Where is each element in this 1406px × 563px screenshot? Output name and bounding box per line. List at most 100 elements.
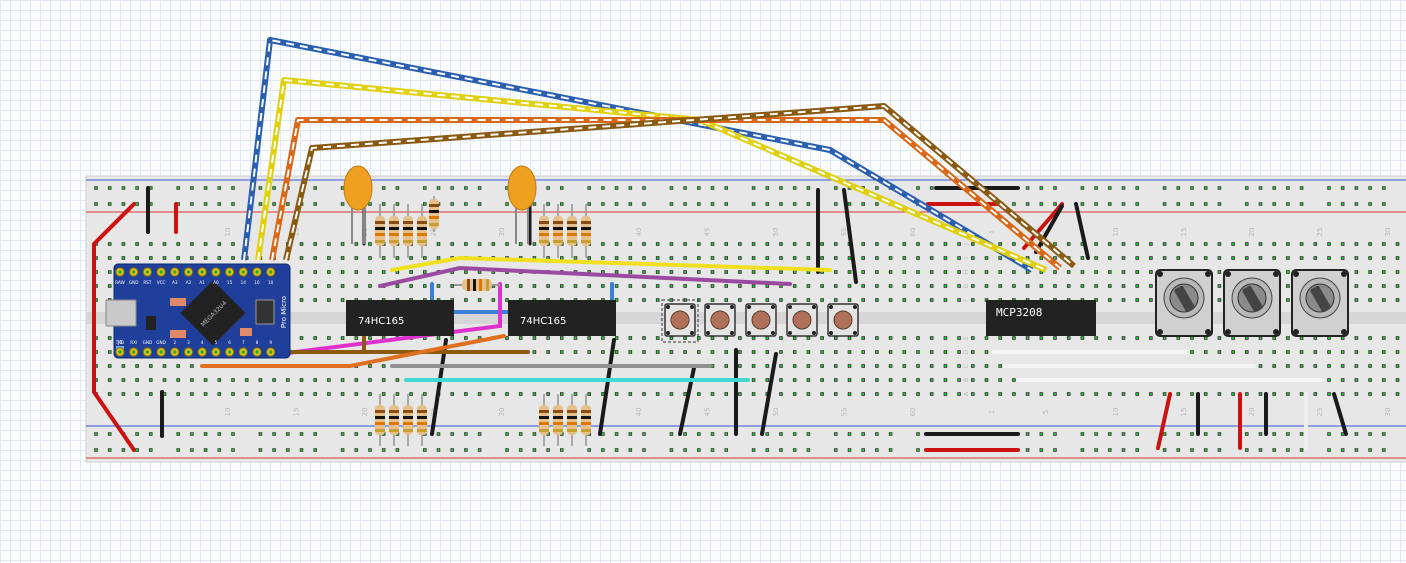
pin-label: 8: [256, 340, 259, 345]
pin-label: GND: [156, 340, 166, 345]
row-letter: G: [963, 283, 970, 288]
pushbutton: [745, 303, 777, 337]
column-number: 10: [224, 228, 232, 237]
column-number: 45: [704, 408, 712, 417]
pushbutton: [661, 299, 699, 343]
column-number: 30: [498, 408, 506, 417]
row-letter: F: [963, 298, 970, 302]
pin-label: 6: [228, 340, 231, 345]
column-number: 5: [1042, 410, 1050, 414]
column-number: 15: [1180, 228, 1188, 237]
pin-label: A1: [199, 280, 205, 285]
column-number: 40: [635, 408, 643, 417]
pin-label: RAW: [115, 280, 125, 285]
pin-label: 14: [241, 280, 247, 285]
resistor: [403, 204, 413, 258]
resistor: [553, 204, 563, 258]
pin-label: 16: [254, 280, 260, 285]
pro-micro-label: Pro Micro: [280, 296, 288, 328]
pin-label: 7: [242, 340, 245, 345]
pin-label: GND: [129, 280, 139, 285]
resistor: [375, 394, 385, 446]
resistor: [403, 394, 413, 446]
resistor: [417, 394, 427, 446]
j1-label: J1: [117, 340, 123, 346]
row-letter: D: [963, 349, 970, 354]
board-wires: [200, 255, 1324, 382]
pin-label: RST: [143, 280, 152, 285]
column-number: 30: [1384, 228, 1392, 237]
ic-label: 74HC165: [520, 316, 566, 327]
column-number: 25: [1316, 228, 1324, 237]
column-number: 15: [1180, 408, 1188, 417]
resistor: [389, 394, 399, 446]
column-number: 10: [224, 408, 232, 417]
column-number: 15: [293, 228, 301, 237]
column-number: 15: [293, 408, 301, 417]
column-number: 50: [772, 408, 780, 417]
pin-label: 4: [201, 340, 204, 345]
capacitor-2: [507, 165, 537, 244]
pin-label: 15: [227, 280, 233, 285]
row-letter: J: [963, 243, 970, 246]
pin-label: A2: [186, 280, 192, 285]
pin-label: A0: [213, 280, 219, 285]
resistor: [417, 204, 427, 258]
resistor: [581, 204, 591, 258]
pin-label: 3: [187, 340, 190, 345]
pin-label: VCC: [157, 280, 166, 285]
potentiometer: [1291, 269, 1349, 337]
pin-label: 10: [268, 280, 274, 285]
pin-label: A3: [172, 280, 178, 285]
column-number: 25: [1316, 408, 1324, 417]
ic-74hc165-a: 74HC165: [346, 300, 454, 336]
resistor: [553, 394, 563, 446]
column-number: 30: [498, 228, 506, 237]
pushbutton-group: [661, 299, 859, 343]
column-number: 45: [704, 228, 712, 237]
column-number: 30: [1384, 408, 1392, 417]
ic-mcp3208: MCP3208: [986, 300, 1096, 336]
pin-label: TXO: [115, 340, 125, 345]
row-letter: C: [963, 364, 970, 368]
row-letter: I: [963, 257, 970, 259]
column-number: 20: [1248, 228, 1256, 237]
pushbutton: [827, 303, 859, 337]
row-letter: E: [963, 336, 970, 340]
resistor: [429, 196, 439, 232]
resistor: [567, 204, 577, 258]
column-number: 55: [841, 228, 849, 237]
row-letter: B: [963, 378, 970, 382]
resistor-horizontal: [454, 279, 500, 291]
pushbutton: [704, 303, 736, 337]
pin-label: 9: [269, 340, 272, 345]
potentiometer: [1223, 269, 1281, 337]
column-number: 1: [988, 410, 996, 414]
potentiometer: [1155, 269, 1213, 337]
column-number: 60: [909, 408, 917, 417]
resistor: [539, 204, 549, 258]
resistor-group: [375, 196, 591, 446]
pin-label: GND: [143, 340, 153, 345]
row-letter: A: [963, 391, 970, 396]
overhead-wires: [241, 37, 1076, 273]
potentiometer-group: [1155, 269, 1349, 337]
pin-label: 5: [215, 340, 218, 345]
ic-label: 74HC165: [358, 316, 404, 327]
pushbutton: [786, 303, 818, 337]
column-number: 10: [1112, 228, 1120, 237]
column-number: 60: [909, 228, 917, 237]
column-number: 40: [635, 228, 643, 237]
column-number: 20: [1248, 408, 1256, 417]
pin-label: RXI: [130, 340, 137, 345]
ic-label: MCP3208: [996, 306, 1042, 319]
column-number: 10: [1112, 408, 1120, 417]
pro-micro-board: MEGA32U4 Pro Micro J1 RAWTXOGNDRXIRSTGND…: [105, 263, 291, 359]
column-number: 20: [361, 408, 369, 417]
column-number: 50: [772, 228, 780, 237]
column-number: 1: [988, 230, 996, 234]
resistor: [389, 204, 399, 258]
column-number: 55: [841, 408, 849, 417]
row-letter: H: [963, 270, 970, 275]
resistor: [581, 394, 591, 446]
